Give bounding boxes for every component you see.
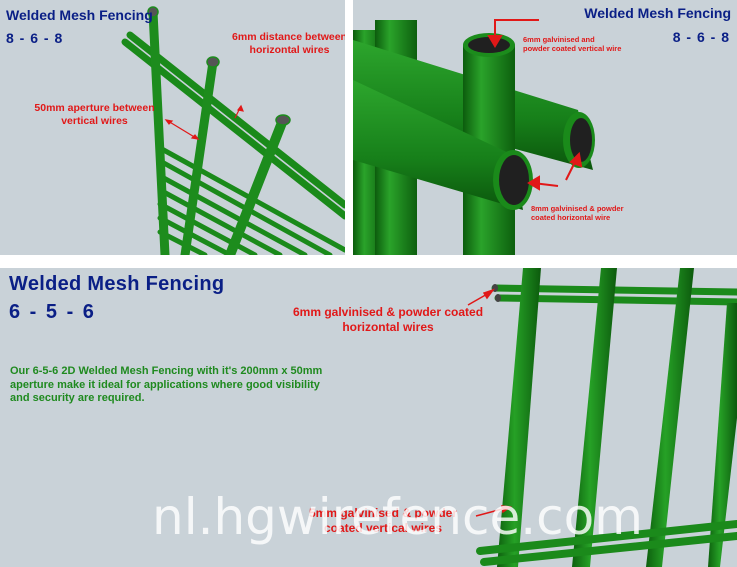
aperture-arrow — [164, 119, 200, 140]
vertical-wires-arrow — [475, 505, 512, 517]
fence-code: 8 - 6 - 8 — [672, 29, 729, 45]
wire-closeup-illustration — [353, 19, 595, 255]
fence-code: 6 - 5 - 6 — [9, 301, 94, 323]
vertical-wire-label: 6mm galvinised and powder coated vertica… — [523, 35, 622, 54]
panel-8-6-8-overview: Welded Mesh Fencing 8 - 6 - 8 6mm distan… — [0, 0, 345, 255]
aperture-label: 50mm aperture between vertical wires — [34, 102, 155, 128]
watermark: nl.hgwirefence.com — [152, 488, 643, 546]
fence-code: 8 - 6 - 8 — [6, 30, 63, 46]
title: Welded Mesh Fencing — [584, 5, 731, 21]
panel-6-5-6: Welded Mesh Fencing 6 - 5 - 6 6mm galvin… — [0, 268, 737, 567]
horizontal-wire-label: 8mm galvinised & powder coated horizonta… — [531, 204, 624, 223]
vertical-wire-arrow — [487, 19, 539, 48]
title: Welded Mesh Fencing — [9, 273, 225, 295]
horizontal-distance-arrow — [234, 104, 244, 119]
panel-8-6-8-closeup: Welded Mesh Fencing 8 - 6 - 8 6mm galvin… — [353, 0, 737, 255]
mesh-fence-illustration — [467, 268, 737, 567]
horizontal-wires-arrow — [467, 288, 496, 306]
horizontal-wire-arrow — [527, 151, 583, 191]
vertical-wires-label: 5mm galvinised & powder coated vertical … — [308, 506, 458, 535]
mesh-fence-illustration — [121, 6, 345, 255]
title: Welded Mesh Fencing — [6, 7, 153, 23]
horizontal-wires-label: 6mm galvinised & powder coated horizonta… — [292, 305, 484, 334]
horizontal-distance-label: 6mm distance between horizontal wires — [232, 31, 345, 57]
description: Our 6-5-6 2D Welded Mesh Fencing with it… — [10, 365, 323, 404]
